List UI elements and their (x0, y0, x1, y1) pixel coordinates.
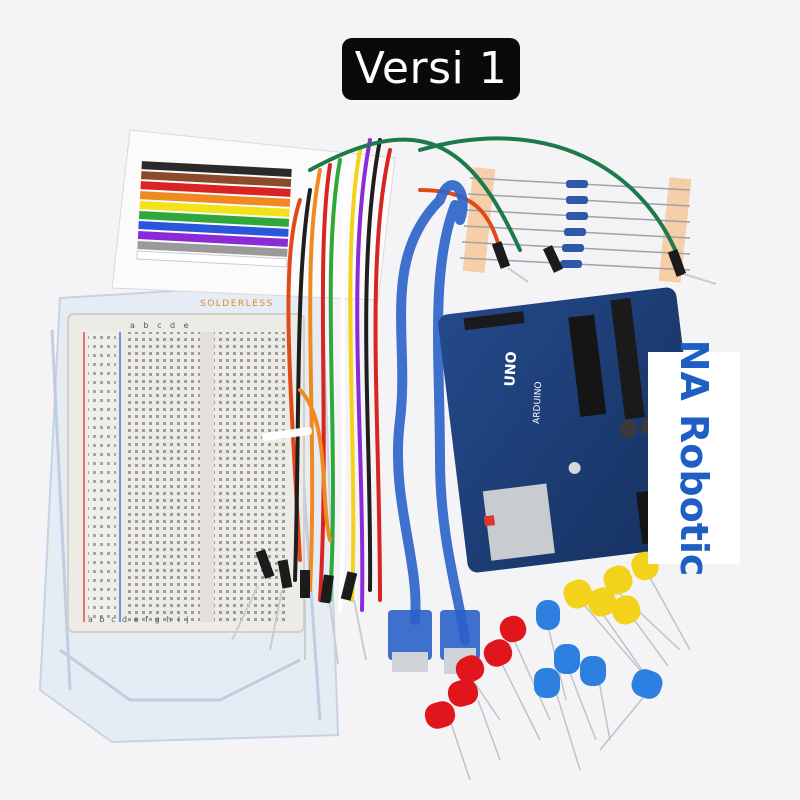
column-letters-bottom: a b c d e f g h i j (88, 615, 191, 624)
resistor (564, 228, 586, 236)
header-pins (463, 311, 525, 331)
resistor (566, 180, 588, 188)
resistor (566, 196, 588, 204)
color-band-table (136, 161, 292, 268)
header-pins (610, 297, 645, 420)
breadboard-brand: SOLDERLESS (200, 299, 274, 309)
resistor (566, 212, 588, 220)
resistor-strip (459, 167, 692, 283)
jumper-pins (231, 267, 717, 665)
breadboard: SOLDERLESS a b c d e a b c d e f g h i j (67, 299, 305, 633)
cable-tie (262, 426, 312, 442)
jumper-wire-bundle (286, 136, 682, 612)
title-badge: Versi 1 (342, 38, 520, 100)
resistor (560, 260, 582, 268)
usb-port (482, 483, 555, 561)
crystal (568, 461, 581, 474)
jumper-pin-ends (255, 241, 687, 604)
usb-b-plug (392, 652, 428, 672)
terminal-strip (128, 332, 200, 622)
center-channel (200, 332, 214, 622)
red-led (424, 615, 527, 729)
terminal-strip (214, 332, 286, 622)
board-brand: ARDUINO (532, 381, 544, 424)
usb-cable (392, 180, 470, 645)
side-label-text: NA Robotic (672, 339, 716, 577)
usb-connectors (388, 610, 480, 674)
column-letters: a b c d e (130, 321, 192, 330)
resistor (562, 244, 584, 252)
title-text: Versi 1 (354, 43, 508, 94)
blue-led (534, 600, 663, 699)
power-rail (88, 332, 116, 622)
capacitor (619, 420, 638, 439)
led-group (424, 551, 691, 781)
reset-button (483, 515, 496, 527)
board-name: UNO (502, 351, 520, 387)
microcontroller-chip (568, 314, 607, 417)
side-label: NA Robotic (648, 340, 740, 576)
